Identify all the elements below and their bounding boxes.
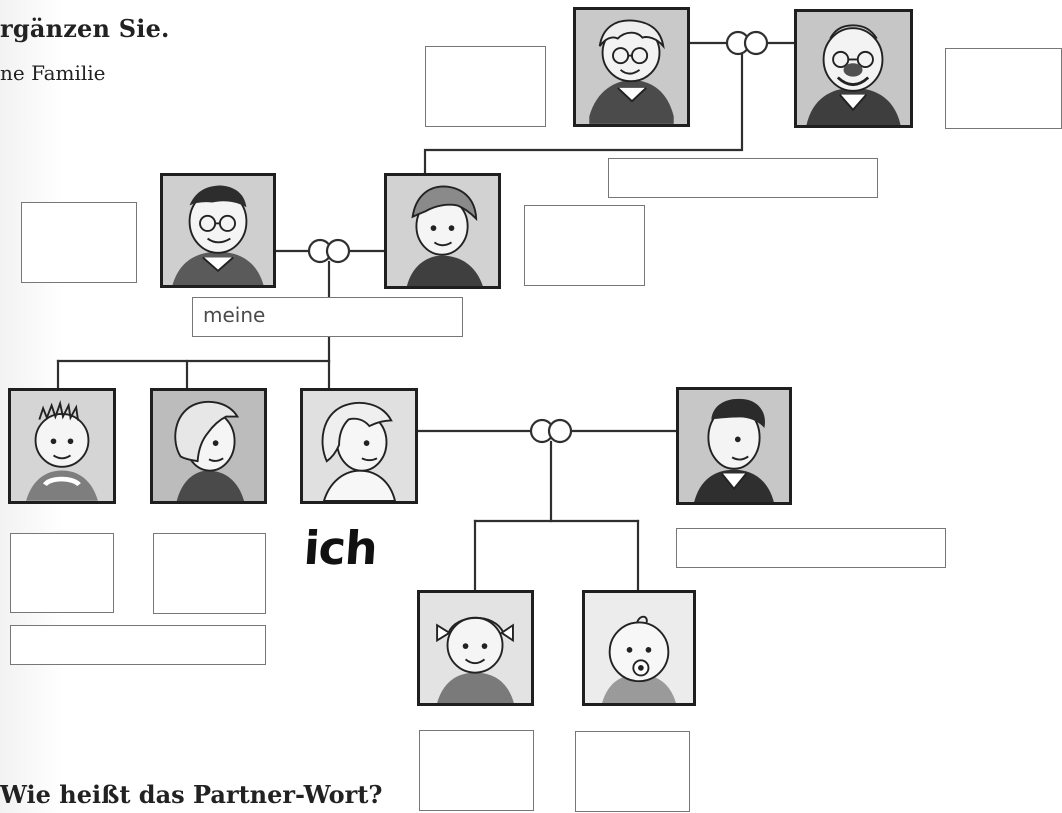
grandmother-portrait <box>573 7 690 127</box>
mother-answer-box[interactable] <box>524 205 645 286</box>
brother-answer-box[interactable] <box>10 533 114 613</box>
sister-portrait <box>150 388 267 504</box>
grandfather-portrait-icon <box>797 12 910 125</box>
daughter-answer-box[interactable] <box>419 730 534 811</box>
brother-portrait <box>8 388 116 504</box>
wedding-rings-icon <box>727 32 767 54</box>
daughter-portrait-icon <box>420 593 531 703</box>
husband-portrait-icon <box>679 390 789 502</box>
sister-answer-box[interactable] <box>153 533 266 614</box>
meine-handwriting: meine <box>203 303 265 327</box>
baby-answer-box[interactable] <box>575 731 690 812</box>
siblings-relation-box[interactable] <box>10 625 266 665</box>
partner-word-heading: Wie heißt das Partner-Wort? <box>0 780 382 809</box>
husband-portrait <box>676 387 792 505</box>
father-portrait <box>160 173 276 288</box>
father-answer-box[interactable] <box>21 202 137 283</box>
baby-portrait-icon <box>585 593 693 703</box>
husband-relation-box[interactable] <box>676 528 946 568</box>
me-portrait-icon <box>303 391 415 501</box>
grandparents-relation-box[interactable] <box>608 158 878 198</box>
sister-portrait-icon <box>153 391 264 501</box>
brother-portrait-icon <box>11 391 113 501</box>
parents-relation-box[interactable]: meine <box>192 297 463 337</box>
grandfather-answer-box[interactable] <box>945 48 1062 129</box>
mother-portrait <box>384 173 501 289</box>
baby-portrait <box>582 590 696 706</box>
ich-label: ich <box>302 521 379 575</box>
grandmother-portrait-icon <box>576 10 687 124</box>
grandmother-answer-box[interactable] <box>425 46 546 127</box>
me-portrait <box>300 388 418 504</box>
wedding-rings-icon <box>531 420 571 442</box>
daughter-portrait <box>417 590 534 706</box>
wedding-rings-icon <box>309 240 349 262</box>
mother-portrait-icon <box>387 176 498 286</box>
grandfather-portrait <box>794 9 913 128</box>
father-portrait-icon <box>163 176 273 285</box>
